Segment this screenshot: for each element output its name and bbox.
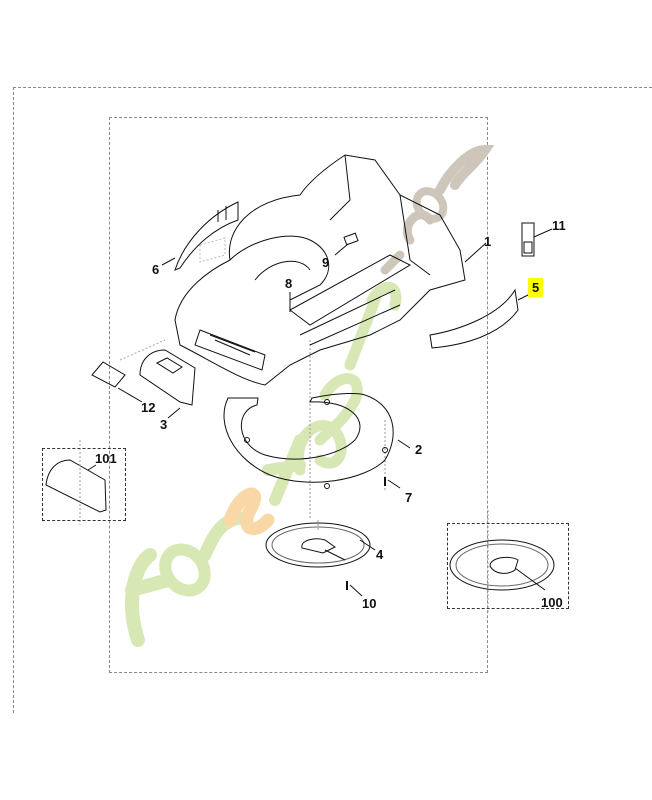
callout-7[interactable]: 7 <box>405 490 413 505</box>
callout-10[interactable]: 10 <box>362 596 377 611</box>
callout-1[interactable]: 1 <box>484 234 492 249</box>
outer-frame-top <box>13 87 652 88</box>
callout-11[interactable]: 11 <box>552 218 566 233</box>
callout-101[interactable]: 101 <box>95 451 117 466</box>
kit-box-101 <box>42 448 126 521</box>
callout-3[interactable]: 3 <box>160 417 168 432</box>
deck-housing <box>174 154 466 386</box>
callout-6[interactable]: 6 <box>152 262 160 277</box>
callout-9[interactable]: 9 <box>322 255 330 270</box>
kit-box-100 <box>447 523 569 609</box>
callout-4[interactable]: 4 <box>376 547 384 562</box>
watermark-logo <box>125 144 495 647</box>
outer-frame-left <box>13 87 14 713</box>
callout-8[interactable]: 8 <box>285 276 293 291</box>
callout-2[interactable]: 2 <box>415 442 423 457</box>
callout-12[interactable]: 12 <box>141 400 156 415</box>
callout-100[interactable]: 100 <box>541 595 563 610</box>
inner-frame <box>109 117 488 673</box>
callout-5-highlighted[interactable]: 5 <box>528 278 544 297</box>
